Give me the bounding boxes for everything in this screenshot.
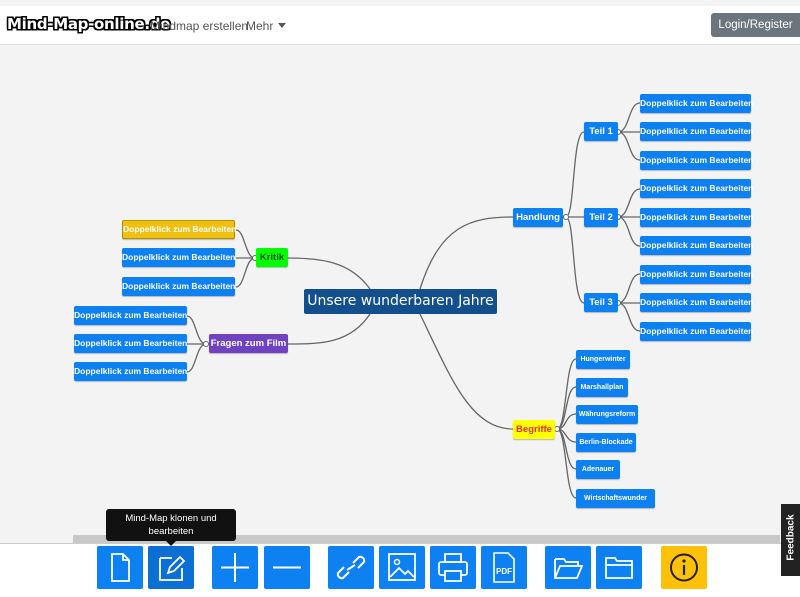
- node-teil2-leaf[interactable]: Doppelklick zum Bearbeiten: [640, 179, 753, 198]
- new-mindmap-button[interactable]: [97, 546, 143, 589]
- add-node-button[interactable]: [212, 546, 258, 589]
- pdf-export-button[interactable]: PDF: [481, 546, 527, 589]
- tooltip-line-1: Mind-Map klonen und: [125, 513, 217, 524]
- login-register-button[interactable]: Login/Register: [711, 13, 800, 37]
- image-button[interactable]: [379, 546, 425, 589]
- save-mindmap-button[interactable]: [596, 546, 642, 589]
- feedback-tab[interactable]: Feedback: [781, 504, 800, 576]
- minus-icon: [273, 566, 301, 569]
- site-logo[interactable]: Mind-Map-online.de: [7, 15, 171, 33]
- node-begriffe[interactable]: Begriffe: [513, 420, 555, 439]
- node-kritik-leaf-selected[interactable]: Doppelklick zum Bearbeiten: [122, 220, 236, 239]
- node-teil1-leaf[interactable]: Doppelklick zum Bearbeiten: [640, 94, 753, 113]
- node-teil-3[interactable]: Teil 3: [584, 293, 618, 312]
- pdf-icon: PDF: [493, 552, 515, 583]
- node-teil2-leaf[interactable]: Doppelklick zum Bearbeiten: [640, 208, 753, 227]
- feedback-label: Feedback: [785, 514, 797, 561]
- mindmap-connectors: [186, 102, 641, 499]
- root-node[interactable]: Unsere wunderbaren Jahre: [304, 289, 497, 314]
- clone-edit-tooltip: Mind-Map klonen und bearbeiten: [106, 509, 236, 541]
- info-button[interactable]: [661, 546, 707, 589]
- folder-open-icon: [554, 558, 584, 579]
- horizontal-scrollbar[interactable]: [73, 535, 780, 543]
- node-teil-1[interactable]: Teil 1: [584, 122, 618, 141]
- node-teil1-leaf[interactable]: Doppelklick zum Bearbeiten: [640, 122, 753, 141]
- edit-icon: [159, 555, 186, 581]
- pdf-label: PDF: [496, 567, 512, 576]
- folder-icon: [605, 557, 633, 579]
- node-teil1-leaf[interactable]: Doppelklick zum Bearbeiten: [640, 151, 753, 170]
- node-fragen-leaf[interactable]: Doppelklick zum Bearbeiten: [74, 306, 187, 325]
- plus-icon: [221, 553, 249, 582]
- mindmap-canvas[interactable]: [0, 46, 800, 542]
- node-kritik-leaf[interactable]: Doppelklick zum Bearbeiten: [122, 248, 235, 267]
- node-kritik-leaf[interactable]: Doppelklick zum Bearbeiten: [122, 277, 235, 296]
- new-file-icon: [111, 553, 130, 582]
- node-fragen-zum-film[interactable]: Fragen zum Film: [209, 334, 288, 353]
- tooltip-arrow: [166, 541, 176, 546]
- nav-more-label: Mehr: [246, 19, 274, 33]
- link-icon: [336, 555, 366, 580]
- node-teil3-leaf[interactable]: Doppelklick zum Bearbeiten: [640, 265, 753, 284]
- node-teil3-leaf[interactable]: Doppelklick zum Bearbeiten: [640, 293, 753, 312]
- image-icon: [388, 553, 416, 581]
- node-fragen-leaf[interactable]: Doppelklick zum Bearbeiten: [74, 334, 187, 353]
- node-teil-2[interactable]: Teil 2: [584, 208, 618, 227]
- node-handlung[interactable]: Handlung: [513, 208, 563, 227]
- open-mindmap-button[interactable]: [545, 546, 591, 589]
- node-fragen-leaf[interactable]: Doppelklick zum Bearbeiten: [74, 362, 187, 381]
- node-term-adenauer[interactable]: Adenauer: [576, 460, 620, 479]
- printer-icon: [438, 553, 468, 582]
- tooltip-line-2: bearbeiten: [148, 526, 194, 537]
- nav-more-dropdown[interactable]: Mehr: [246, 19, 287, 33]
- top-navbar: Mind-Map-online.de Mindmap erstellen Meh…: [0, 6, 800, 45]
- node-term-wirtschaftswunder[interactable]: Wirtschaftswunder: [576, 489, 655, 508]
- clone-edit-button[interactable]: [148, 546, 194, 589]
- remove-node-button[interactable]: [264, 546, 310, 589]
- node-kritik[interactable]: Kritik: [256, 248, 288, 267]
- caret-down-icon: [278, 23, 287, 28]
- node-term-marshallplan[interactable]: Marshallplan: [576, 378, 628, 397]
- node-teil2-leaf[interactable]: Doppelklick zum Bearbeiten: [640, 236, 753, 255]
- link-button[interactable]: [328, 546, 374, 589]
- node-teil3-leaf[interactable]: Doppelklick zum Bearbeiten: [640, 322, 753, 341]
- print-button[interactable]: [430, 546, 476, 589]
- node-term-waehrungsreform[interactable]: Währungsreform: [576, 405, 638, 424]
- info-icon: [670, 553, 698, 582]
- nav-create-mindmap[interactable]: Mindmap erstellen: [150, 19, 249, 33]
- node-term-hungerwinter[interactable]: Hungerwinter: [576, 350, 630, 369]
- node-term-berlin-blockade[interactable]: Berlin-Blockade: [576, 433, 636, 452]
